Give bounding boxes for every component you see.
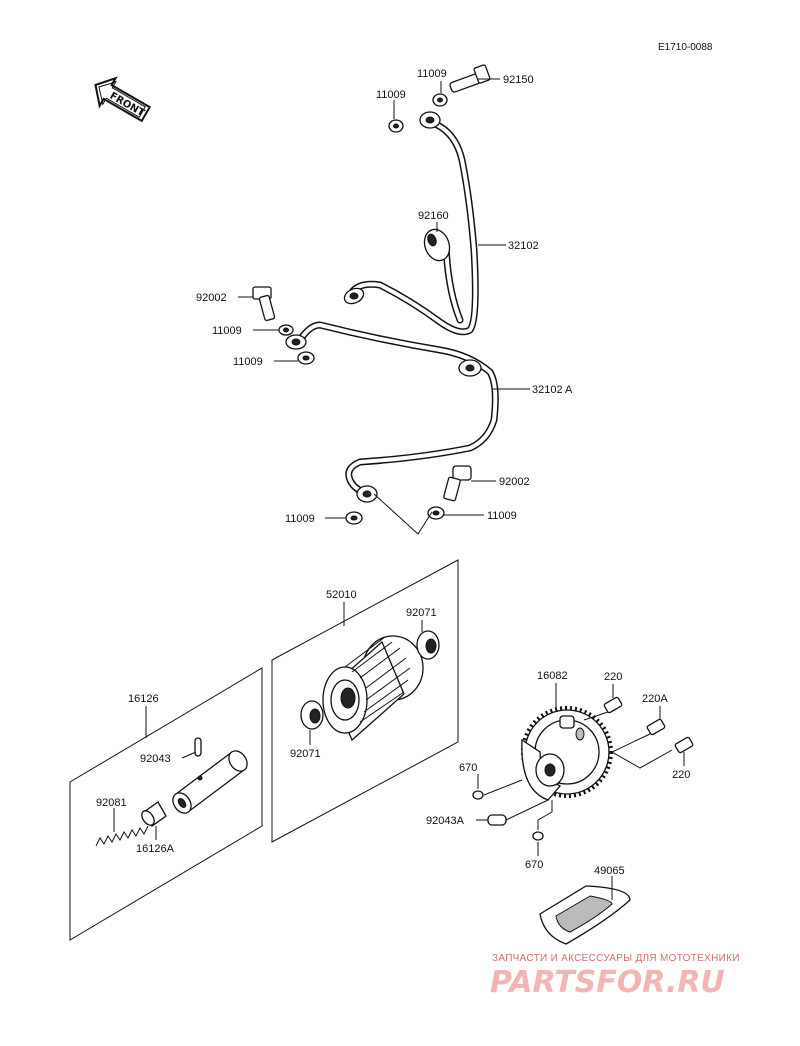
spring-92081	[95, 825, 149, 847]
label-92160: 92160	[418, 210, 449, 222]
label-92002-b: 92002	[499, 476, 530, 488]
oil-filter-element-52010	[322, 635, 424, 742]
oil-pipe-32102A	[285, 321, 499, 503]
label-11009-e: 11009	[285, 513, 315, 525]
screw-220-right	[674, 736, 694, 754]
banjo-fitting-upper	[343, 111, 441, 305]
label-670-b: 670	[525, 859, 543, 871]
leader-lines-top	[238, 78, 530, 535]
washer-11009-bottom	[345, 506, 445, 525]
label-32102: 32102	[508, 240, 539, 252]
banjo-bolt-92002-lower	[443, 465, 472, 502]
label-670-a: 670	[459, 762, 477, 774]
o-ring-670-upper	[472, 790, 484, 800]
washer-11009-mid	[278, 324, 315, 365]
o-ring-92071-lower	[300, 700, 324, 730]
label-16126: 16126	[128, 693, 159, 705]
label-92043: 92043	[140, 753, 171, 765]
watermark-tagline: ЗАПЧАСТИ И АКСЕССУАРЫ ДЛЯ МОТОТЕХНИКИ	[492, 953, 740, 964]
o-ring-670-lower	[532, 831, 544, 841]
label-92081: 92081	[96, 797, 127, 809]
label-92002-a: 92002	[196, 292, 227, 304]
oil-pipe-32102	[348, 118, 479, 336]
front-arrow-icon: FRONT	[94, 76, 152, 123]
label-92150: 92150	[503, 74, 534, 86]
label-16126A: 16126A	[136, 843, 175, 855]
label-11009-a: 11009	[417, 68, 447, 80]
label-92071-b: 92071	[290, 748, 321, 760]
label-92043A: 92043A	[426, 815, 465, 827]
label-11009-f: 11009	[487, 510, 517, 522]
watermark-brand: PARTSFOR.RU	[490, 965, 725, 1000]
label-11009-b: 11009	[376, 89, 406, 101]
label-52010: 52010	[326, 589, 357, 601]
drawing-code: E1710-0088	[658, 42, 713, 53]
dowel-pin-92043A	[487, 814, 507, 826]
piston-16126A	[141, 801, 167, 827]
o-ring-92071-upper	[416, 630, 440, 660]
gasket-49065	[539, 885, 631, 945]
label-16082: 16082	[537, 670, 568, 682]
washer-11009-top	[388, 93, 448, 133]
relief-valve-16126	[172, 750, 248, 814]
label-220-b: 220	[672, 769, 690, 781]
label-92071-a: 92071	[406, 607, 437, 619]
label-11009-c: 11009	[212, 325, 242, 337]
label-220-a: 220	[604, 671, 622, 683]
screw-220-top	[603, 696, 623, 714]
label-49065: 49065	[594, 865, 625, 877]
label-11009-d: 11009	[233, 356, 263, 368]
oil-filter-frame	[271, 559, 459, 843]
pin-92043	[194, 737, 202, 757]
oil-pump-16082	[521, 706, 613, 801]
pipe-clamp-92160	[423, 228, 451, 262]
label-32102A: 32102 A	[532, 384, 573, 396]
relief-valve-frame	[69, 667, 263, 941]
screw-220A	[646, 718, 666, 736]
label-220A: 220A	[642, 693, 668, 705]
banjo-bolt-92002-upper	[252, 286, 276, 322]
